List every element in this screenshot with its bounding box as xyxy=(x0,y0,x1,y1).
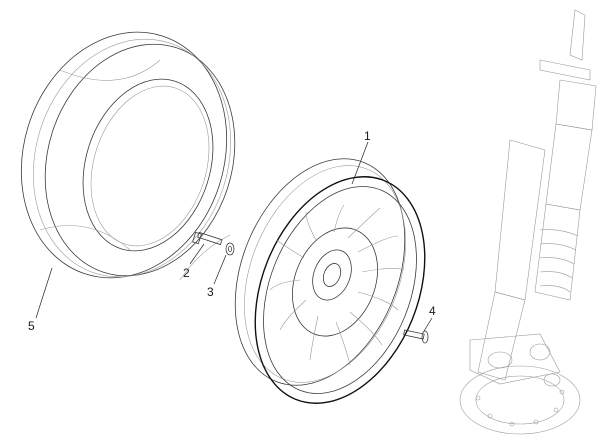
valve-screw xyxy=(403,329,429,344)
leader-lines xyxy=(35,141,433,332)
callout-3: 3 xyxy=(207,285,214,299)
front-fork-assembly xyxy=(459,9,597,435)
callout-1: 1 xyxy=(364,129,371,143)
callout-2: 2 xyxy=(183,266,190,280)
wheel-rim xyxy=(234,158,426,404)
callout-4: 4 xyxy=(429,304,436,318)
tyre xyxy=(20,31,236,281)
bolt xyxy=(192,231,223,246)
washer xyxy=(225,242,235,256)
callout-5: 5 xyxy=(28,319,35,333)
